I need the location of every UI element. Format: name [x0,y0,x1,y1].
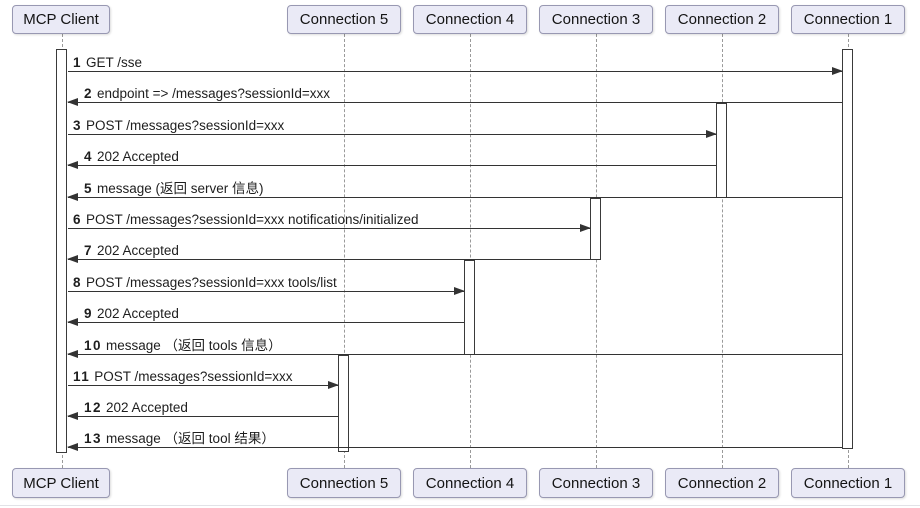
message-arrow [67,350,842,358]
activation-bar-mcp-client [56,49,67,453]
page-bottom-divider [0,505,920,506]
message-arrow [67,443,842,451]
actor-top-connection-4: Connection 4 [413,5,527,34]
actor-top-connection-5: Connection 5 [287,5,401,34]
message-arrow [68,381,339,389]
message-arrow [67,98,842,106]
message-arrow [68,130,717,138]
message-arrow [67,193,842,201]
actor-top-connection-1: Connection 1 [791,5,905,34]
message-arrow [67,412,338,420]
actor-bottom-connection-3: Connection 3 [539,468,653,498]
actor-bottom-mcp-client: MCP Client [12,468,110,498]
actor-bottom-connection-1: Connection 1 [791,468,905,498]
message-arrow [67,318,464,326]
actor-top-mcp-client: MCP Client [12,5,110,34]
message-arrow [68,67,843,75]
message-arrow [68,224,591,232]
activation-bar-connection-4 [464,260,475,355]
actor-top-connection-3: Connection 3 [539,5,653,34]
activation-bar-connection-1 [842,49,853,449]
activation-bar-connection-3 [590,198,601,260]
lifeline-connection-4 [470,34,471,468]
lifeline-connection-5 [344,34,345,468]
actor-bottom-connection-4: Connection 4 [413,468,527,498]
lifeline-connection-2 [722,34,723,468]
message-arrow [67,255,590,263]
actor-bottom-connection-5: Connection 5 [287,468,401,498]
actor-top-connection-2: Connection 2 [665,5,779,34]
message-arrow [68,287,465,295]
activation-bar-connection-2 [716,103,727,198]
message-arrow [67,161,716,169]
activation-bar-connection-5 [338,355,349,452]
actor-bottom-connection-2: Connection 2 [665,468,779,498]
